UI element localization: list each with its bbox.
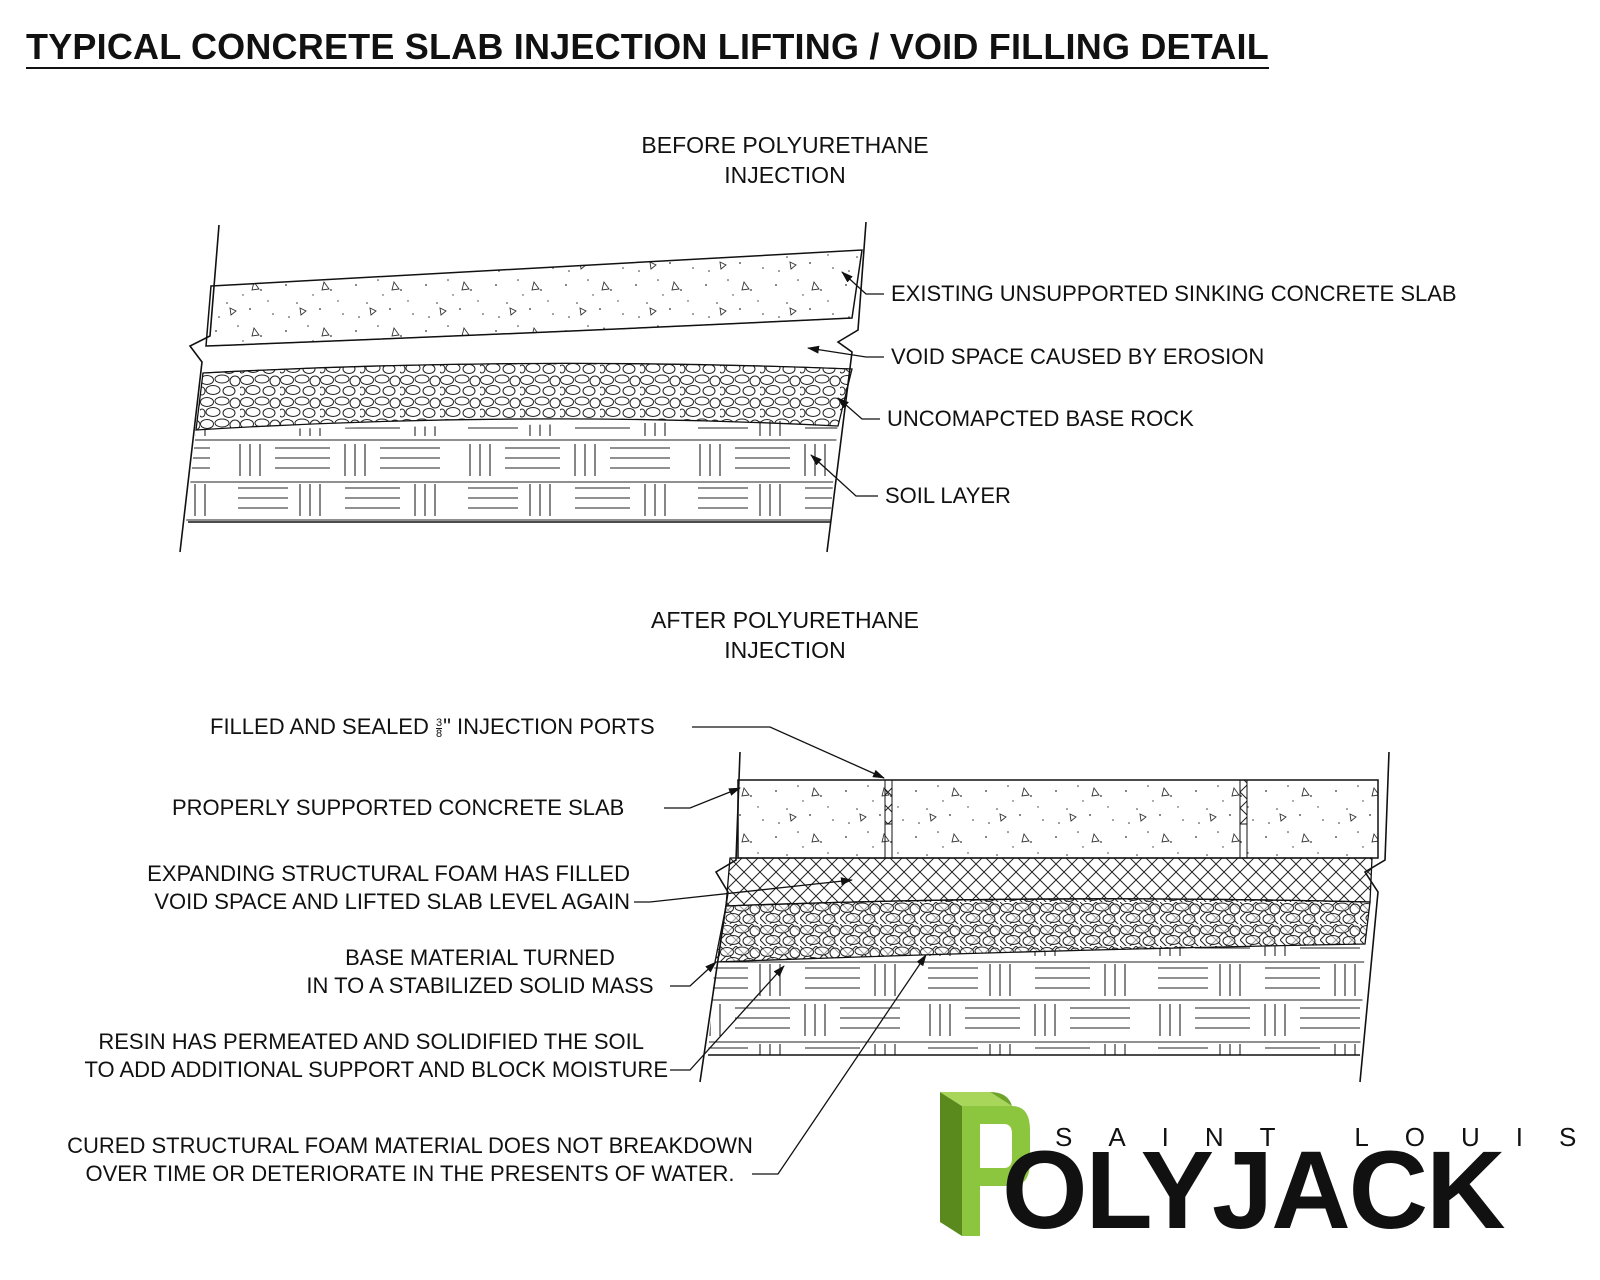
before-label-rock: UNCOMAPCTED BASE ROCK xyxy=(887,406,1194,431)
before-base-rock-layer xyxy=(195,362,853,431)
after-caption-line2: INJECTION xyxy=(724,637,846,663)
after-diagram xyxy=(634,726,1390,1175)
after-label-foam-line1: EXPANDING STRUCTURAL FOAM HAS FILLED xyxy=(147,861,630,886)
injection-port-left xyxy=(884,779,893,858)
after-label-resin-line2: TO ADD ADDITIONAL SUPPORT AND BLOCK MOIS… xyxy=(84,1057,668,1082)
after-label-cured-line2: OVER TIME OR DETERIORATE IN THE PRESENTS… xyxy=(85,1161,735,1186)
ports-label-pre: FILLED AND SEALED xyxy=(210,714,429,739)
before-diagram xyxy=(179,221,884,553)
before-concrete-slab xyxy=(205,249,863,347)
before-caption-line1: BEFORE POLYURETHANE xyxy=(641,132,929,158)
after-caption-line1: AFTER POLYURETHANE xyxy=(651,607,919,633)
ports-fraction-denominator: 8 xyxy=(436,727,443,740)
after-label-foam-line2: VOID SPACE AND LIFTED SLAB LEVEL AGAIN xyxy=(154,889,630,914)
before-caption-line2: INJECTION xyxy=(724,162,846,188)
after-label-base-line2: IN TO A STABILIZED SOLID MASS xyxy=(306,973,654,998)
logo-subtitle: SAINT LOUIS xyxy=(1055,1122,1600,1152)
after-label-cured: CURED STRUCTURAL FOAM MATERIAL DOES NOT … xyxy=(20,1132,800,1188)
before-soil-layer xyxy=(186,420,838,524)
after-label-foam: EXPANDING STRUCTURAL FOAM HAS FILLED VOI… xyxy=(100,860,630,916)
logo-wordmark: OLYJACK xyxy=(1002,1129,1506,1252)
page-title: TYPICAL CONCRETE SLAB INJECTION LIFTING … xyxy=(26,26,1269,69)
after-label-slab: PROPERLY SUPPORTED CONCRETE SLAB xyxy=(172,795,625,820)
before-label-soil: SOIL LAYER xyxy=(885,483,1011,508)
after-foam-layer xyxy=(725,857,1373,907)
after-concrete-slab xyxy=(737,779,1379,859)
ports-label-post: " INJECTION PORTS xyxy=(443,714,655,739)
after-label-resin: RESIN HAS PERMEATED AND SOLIDIFIED THE S… xyxy=(20,1028,668,1084)
before-label-void: VOID SPACE CAUSED BY EROSION xyxy=(891,344,1265,369)
after-label-base: BASE MATERIAL TURNED IN TO A STABILIZED … xyxy=(285,944,675,1000)
before-caption: BEFORE POLYURETHANE INJECTION xyxy=(600,130,970,190)
polyjack-logo-mark xyxy=(940,1092,1030,1236)
after-label-cured-line1: CURED STRUCTURAL FOAM MATERIAL DOES NOT … xyxy=(67,1133,753,1158)
after-soil-layer xyxy=(708,944,1365,1055)
ports-fraction-numerator: 3 xyxy=(436,716,443,729)
before-label-slab: EXISTING UNSUPPORTED SINKING CONCRETE SL… xyxy=(891,281,1457,306)
after-label-resin-line1: RESIN HAS PERMEATED AND SOLIDIFIED THE S… xyxy=(98,1029,644,1054)
injection-port-right xyxy=(1239,779,1248,858)
after-label-base-line1: BASE MATERIAL TURNED xyxy=(345,945,615,970)
after-caption: AFTER POLYURETHANE INJECTION xyxy=(600,605,970,665)
